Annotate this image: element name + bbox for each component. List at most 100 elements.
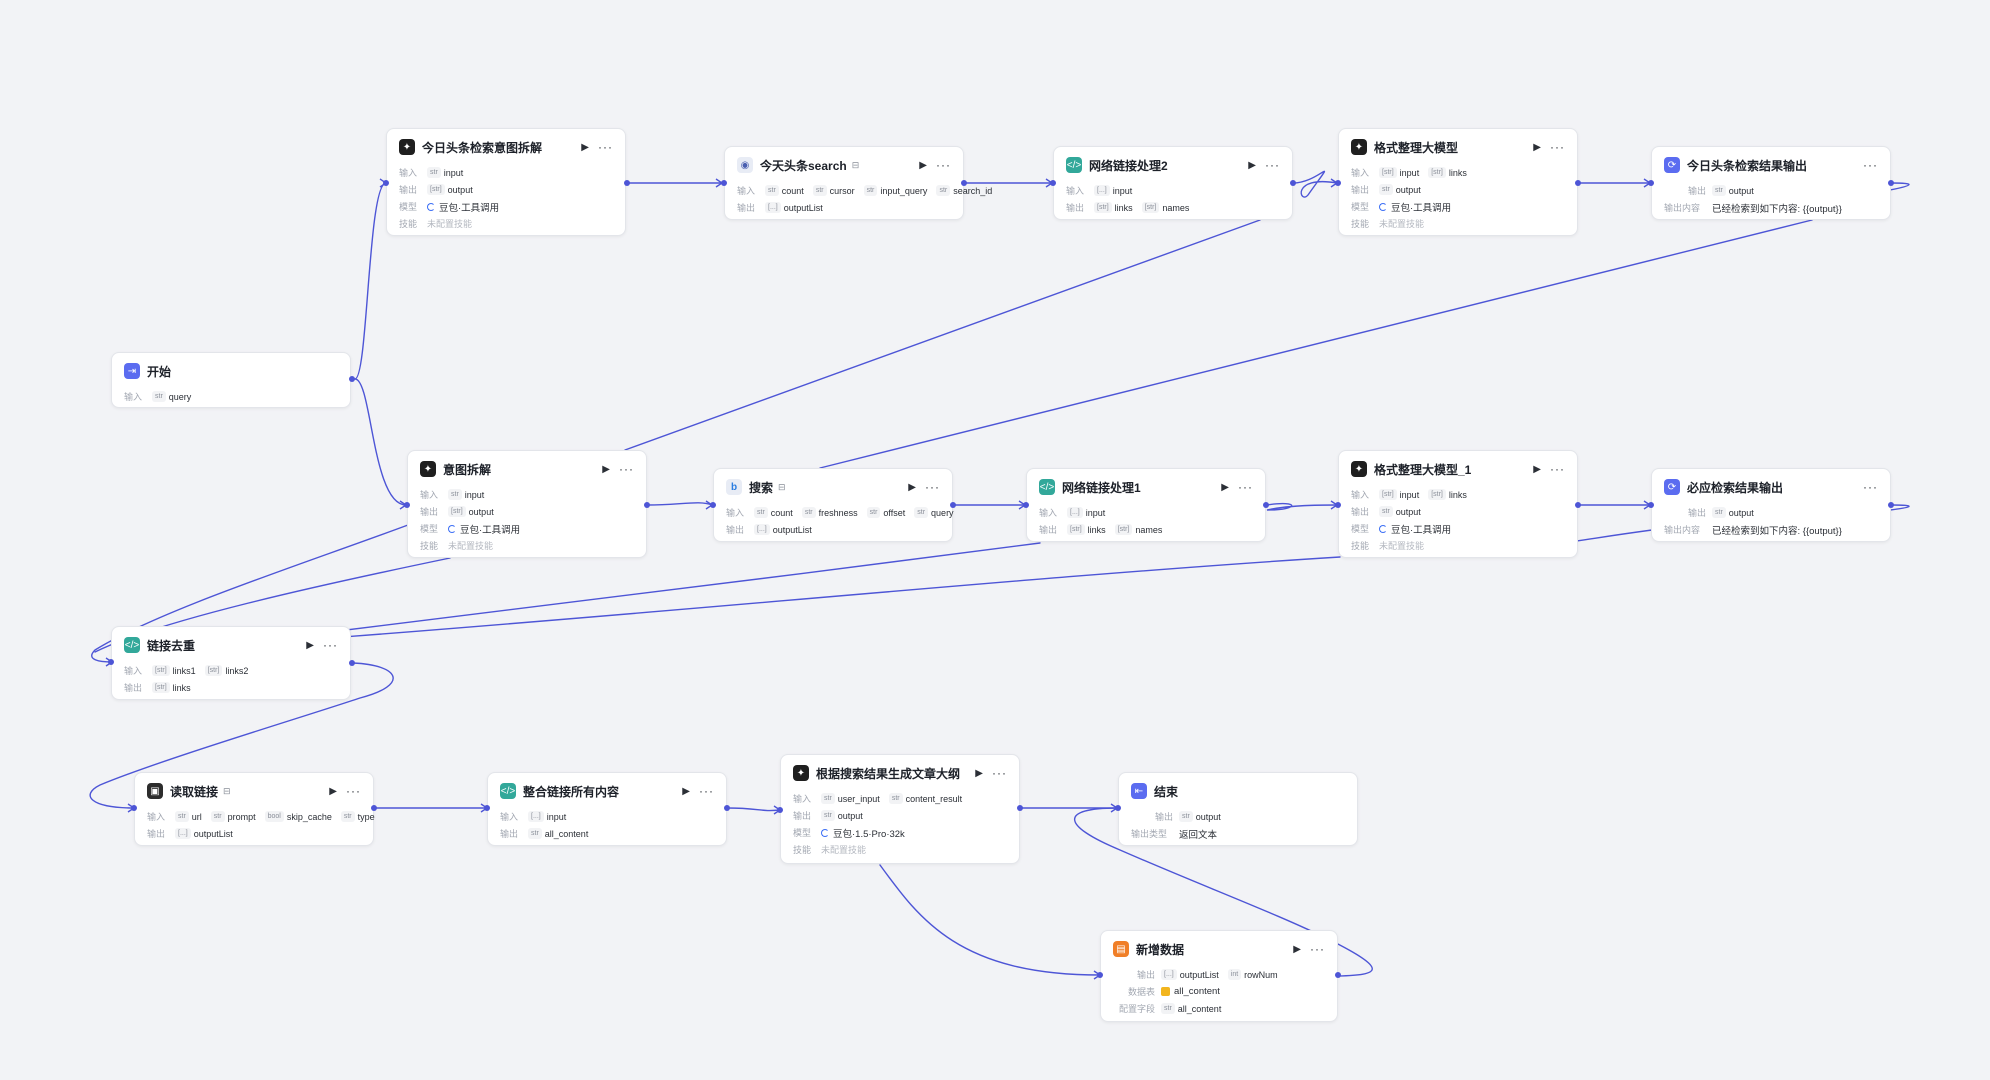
play-icon[interactable]: ▶ — [908, 481, 916, 493]
play-icon[interactable]: ▶ — [682, 785, 690, 797]
node-link-proc-1[interactable]: </> 网络链接处理1 ▶ ··· 输入 [...]input 输出 [str]… — [1026, 468, 1266, 542]
node-title: 链接去重 — [147, 638, 196, 653]
port[interactable] — [484, 805, 490, 811]
node-format-llm-1[interactable]: ✦ 格式整理大模型_1 ▶ ··· 输入 [str]input [str]lin… — [1338, 450, 1578, 558]
port[interactable] — [724, 805, 730, 811]
port[interactable] — [383, 180, 389, 186]
port[interactable] — [721, 180, 727, 186]
play-icon[interactable]: ▶ — [1221, 481, 1229, 493]
port[interactable] — [1648, 502, 1654, 508]
port[interactable] — [1335, 972, 1341, 978]
port[interactable] — [710, 502, 716, 508]
output-label: 输出 — [399, 185, 418, 195]
more-icon[interactable]: ··· — [1238, 480, 1253, 494]
port[interactable] — [624, 180, 630, 186]
port[interactable] — [404, 502, 410, 508]
port[interactable] — [777, 807, 783, 813]
more-icon[interactable]: ··· — [925, 480, 940, 494]
model-icon — [821, 828, 829, 837]
node-link-proc-2[interactable]: </> 网络链接处理2 ▶ ··· 输入 [...]input 输出 [str]… — [1053, 146, 1293, 220]
more-icon[interactable]: ··· — [1310, 942, 1325, 956]
more-icon[interactable]: ··· — [1550, 140, 1565, 154]
port[interactable] — [131, 805, 137, 811]
input-label: 输入 — [1351, 490, 1370, 500]
port[interactable] — [1888, 180, 1894, 186]
port[interactable] — [950, 502, 956, 508]
play-icon[interactable]: ▶ — [329, 785, 337, 797]
model-icon — [1379, 524, 1387, 533]
more-icon[interactable]: ··· — [699, 784, 714, 798]
model-name: 豆包·工具调用 — [1391, 202, 1452, 214]
lock-icon: ⊟ — [778, 481, 786, 492]
port[interactable] — [961, 180, 967, 186]
play-icon[interactable]: ▶ — [919, 159, 927, 171]
model-name: 豆包·工具调用 — [460, 524, 521, 536]
port[interactable] — [1050, 180, 1056, 186]
play-icon[interactable]: ▶ — [1533, 141, 1541, 153]
more-icon[interactable]: ··· — [598, 140, 613, 154]
port[interactable] — [1575, 502, 1581, 508]
port[interactable] — [349, 660, 355, 666]
play-icon[interactable]: ▶ — [581, 141, 589, 153]
port[interactable] — [1023, 502, 1029, 508]
play-icon[interactable]: ▶ — [602, 463, 610, 475]
more-icon[interactable]: ··· — [992, 766, 1007, 780]
more-icon[interactable]: ··· — [1863, 480, 1878, 494]
more-icon[interactable]: ··· — [619, 462, 634, 476]
port[interactable] — [1648, 180, 1654, 186]
more-icon[interactable]: ··· — [1863, 158, 1878, 172]
port[interactable] — [644, 502, 650, 508]
port[interactable] — [371, 805, 377, 811]
play-icon[interactable]: ▶ — [306, 639, 314, 651]
edge — [819, 219, 1813, 469]
model-label: 模型 — [420, 524, 439, 534]
node-title: 今天头条search — [760, 158, 847, 173]
port[interactable] — [1575, 180, 1581, 186]
play-icon[interactable]: ▶ — [975, 767, 983, 779]
more-icon[interactable]: ··· — [1550, 462, 1565, 476]
input-label: 输入 — [1351, 168, 1370, 178]
input-label: 输入 — [726, 508, 745, 518]
port[interactable] — [1097, 972, 1103, 978]
node-dedup[interactable]: </> 链接去重 ▶ ··· 输入 [str]links1 [str]links… — [111, 626, 351, 700]
port[interactable] — [1263, 502, 1269, 508]
model-icon — [427, 202, 435, 211]
more-icon[interactable]: ··· — [323, 638, 338, 652]
port[interactable] — [1290, 180, 1296, 186]
model-name: 豆包·1.5·Pro·32k — [833, 828, 905, 840]
port[interactable] — [1335, 502, 1341, 508]
param-tag: [str]links — [1067, 524, 1106, 535]
node-title: 整合链接所有内容 — [523, 784, 620, 799]
port[interactable] — [108, 659, 114, 665]
llm-icon: ✦ — [420, 461, 436, 477]
node-format-llm[interactable]: ✦ 格式整理大模型 ▶ ··· 输入 [str]input [str]links… — [1338, 128, 1578, 236]
more-icon[interactable]: ··· — [346, 784, 361, 798]
edge — [1292, 170, 1338, 198]
input-label: 输入 — [500, 812, 519, 822]
output-label: 输出 — [420, 507, 439, 517]
play-icon[interactable]: ▶ — [1293, 943, 1301, 955]
port[interactable] — [1335, 180, 1341, 186]
port[interactable] — [349, 376, 355, 382]
port[interactable] — [1115, 805, 1121, 811]
play-icon[interactable]: ▶ — [1248, 159, 1256, 171]
play-icon[interactable]: ▶ — [1533, 463, 1541, 475]
port[interactable] — [1017, 805, 1023, 811]
more-icon[interactable]: ··· — [1265, 158, 1280, 172]
port[interactable] — [1888, 502, 1894, 508]
more-icon[interactable]: ··· — [936, 158, 951, 172]
